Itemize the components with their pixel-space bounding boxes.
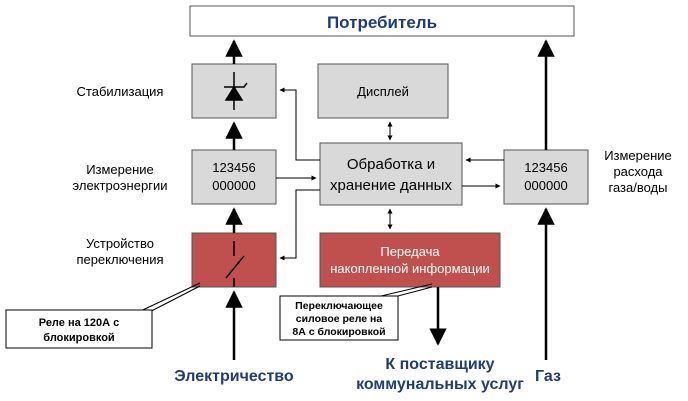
supplier-label-2: коммунальных услуг bbox=[356, 376, 524, 393]
stabilization-label: Стабилизация bbox=[77, 84, 164, 99]
measure-gas-label-1: Измерение bbox=[604, 148, 672, 163]
measure-gas-label-2: расхода bbox=[613, 164, 663, 179]
zener-diode-icon bbox=[224, 72, 248, 110]
energy-meter-digits-2: 000000 bbox=[212, 178, 255, 193]
switch-device-label-1: Устройство bbox=[86, 236, 154, 251]
display-block bbox=[317, 63, 449, 119]
relay-8-text-1: Переключающее bbox=[295, 300, 383, 312]
relay-120-text-2: блокировкой bbox=[43, 332, 114, 344]
gas-label: Газ bbox=[535, 368, 561, 385]
processing-block bbox=[319, 142, 463, 206]
relay-8-text-2: силовое реле на bbox=[296, 313, 383, 325]
transfer-label-2: накопленной информации bbox=[330, 261, 490, 276]
energy-meter-block bbox=[191, 149, 277, 205]
switch-icon bbox=[225, 241, 245, 287]
relay-8-text-3: 8А с блокировкой bbox=[292, 326, 385, 338]
measure-energy-label-1: Измерение bbox=[86, 162, 154, 177]
measure-gas-label-3: газа/воды bbox=[609, 180, 668, 195]
display-label: Дисплей bbox=[357, 84, 409, 99]
consumer-label: Потребитель bbox=[327, 13, 437, 32]
supplier-label-1: К поставщику bbox=[385, 356, 494, 373]
relay-120-text-1: Реле на 120А с bbox=[39, 317, 120, 329]
processing-label-2: хранение данных bbox=[330, 177, 452, 194]
data-connectors bbox=[276, 87, 504, 261]
switch-device-label-2: переключения bbox=[76, 252, 163, 267]
consumer-box bbox=[189, 5, 575, 37]
gas-meter-digits-1: 123456 bbox=[524, 160, 567, 175]
transfer-block bbox=[319, 232, 501, 288]
relay-8-callout: Переключающее силовое реле на 8А с блоки… bbox=[279, 283, 433, 341]
processing-label-1: Обработка и bbox=[347, 156, 435, 173]
gas-meter-digits-2: 000000 bbox=[524, 178, 567, 193]
relay-120-callout: Реле на 120А с блокировкой bbox=[5, 282, 201, 349]
energy-meter-digits-1: 123456 bbox=[212, 160, 255, 175]
transfer-label-1: Передача bbox=[380, 244, 440, 259]
electricity-label: Электричество bbox=[174, 368, 294, 385]
measure-energy-label-2: электроэнергии bbox=[73, 178, 168, 193]
gas-meter-block bbox=[503, 149, 589, 205]
